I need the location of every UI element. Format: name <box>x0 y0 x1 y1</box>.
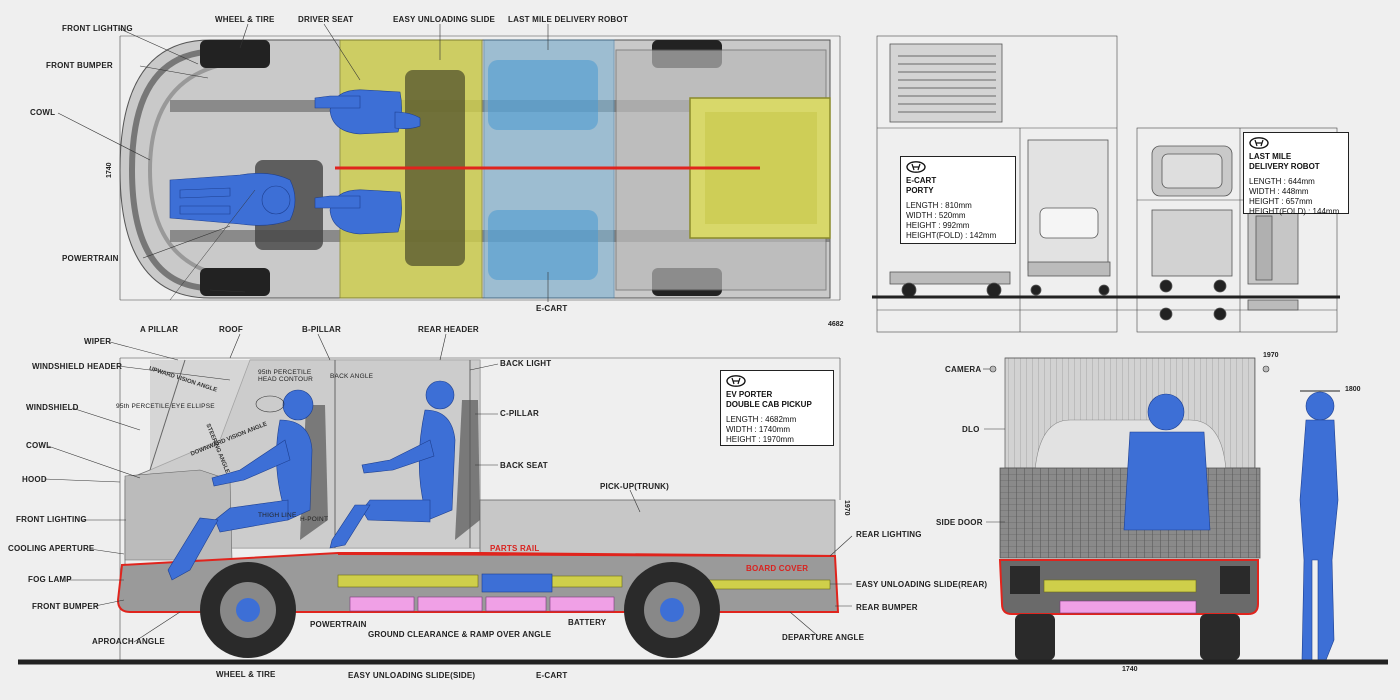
label-slide-rear: EASY UNLOADING SLIDE(REAR) <box>856 580 988 589</box>
dim-length-top: 4682 <box>828 321 844 328</box>
label-wheel-tire-top: WHEEL & TIRE <box>215 15 275 24</box>
robot-title-2: DELIVERY ROBOT <box>1249 162 1320 171</box>
label-wheel-tire-side: WHEEL & TIRE <box>216 670 276 679</box>
label-head-contour: 95th PERCETILE HEAD CONTOUR <box>258 369 314 383</box>
label-departure-angle: DEPARTURE ANGLE <box>782 633 865 642</box>
dim-width-rear: 1740 <box>1122 666 1138 673</box>
hyundai-logo-icon <box>906 161 926 173</box>
label-last-mile-robot-top: LAST MILE DELIVERY ROBOT <box>508 15 628 24</box>
label-c-pillar: C-PILLAR <box>500 409 539 418</box>
label-side-door: SIDE DOOR <box>936 518 983 527</box>
label-cowl-side: COWL <box>26 441 52 450</box>
label-cooling-aperture: COOLING APERTURE <box>8 544 95 553</box>
porter-length: LENGTH : 4682mm <box>726 415 797 424</box>
label-powertrain-side: POWERTRAIN <box>310 620 367 629</box>
label-eye-ellipse: 95th PERCETILE EYE ELLIPSE <box>116 403 215 410</box>
ecart-spec-card: E-CART PORTY LENGTH : 810mm WIDTH : 520m… <box>900 156 1016 244</box>
label-windshield: WINDSHIELD <box>26 403 79 412</box>
label-rear-header: REAR HEADER <box>418 325 479 334</box>
robot-height-fold: HEIGHT(FOLD) : 144mm <box>1249 207 1340 216</box>
label-ground-clearance: GROUND CLEARANCE & RAMP OVER ANGLE <box>368 630 552 639</box>
ecart-views <box>889 43 1299 321</box>
label-board-cover: BOARD COVER <box>746 564 809 573</box>
label-fog-lamp: FOG LAMP <box>28 575 72 584</box>
label-hood: HOOD <box>22 475 47 484</box>
label-thigh-line: THIGH LINE <box>258 512 297 519</box>
label-driver-seat: DRIVER SEAT <box>298 15 354 24</box>
label-e-cart-side: E-CART <box>536 671 568 680</box>
dim-width-top: 1740 <box>106 162 113 178</box>
label-powertrain-top: POWERTRAIN <box>62 254 119 263</box>
ecart-title-2: PORTY <box>906 186 934 195</box>
label-front-lighting-side: FRONT LIGHTING <box>16 515 87 524</box>
label-rear-lighting: REAR LIGHTING <box>856 530 922 539</box>
label-back-angle: BACK ANGLE <box>330 373 374 380</box>
leader-lines <box>43 23 1005 643</box>
label-front-lighting-top: FRONT LIGHTING <box>62 24 133 33</box>
label-slide-side: EASY UNLOADING SLIDE(SIDE) <box>348 671 476 680</box>
dim-person-height: 1800 <box>1345 386 1361 393</box>
label-dlo: DLO <box>962 425 980 434</box>
ecart-height-fold: HEIGHT(FOLD) : 142mm <box>906 231 997 240</box>
hyundai-logo-icon <box>1249 137 1269 149</box>
porter-spec-card: EV PORTER DOUBLE CAB PICKUP LENGTH : 468… <box>720 370 834 446</box>
side-view <box>116 359 840 658</box>
label-a-pillar: A PILLAR <box>140 325 179 334</box>
label-pickup-trunk: PICK-UP(TRUNK) <box>600 482 670 491</box>
ecart-title-1: E-CART <box>906 176 937 185</box>
label-roof: ROOF <box>219 325 243 334</box>
porter-width: WIDTH : 1740mm <box>726 425 791 434</box>
label-rear-bumper: REAR BUMPER <box>856 603 918 612</box>
dim-height-rear: 1970 <box>1263 352 1279 359</box>
ecart-width: WIDTH : 520mm <box>906 211 966 220</box>
standing-person <box>1299 390 1340 661</box>
rear-view <box>989 357 1270 663</box>
dim-height-side: 1970 <box>843 500 850 516</box>
label-approach-angle: APROACH ANGLE <box>92 637 165 646</box>
label-h-point: H-POINT <box>300 516 329 523</box>
label-e-cart-top: E-CART <box>536 304 568 313</box>
label-cowl-top: COWL <box>30 108 56 117</box>
ecart-length: LENGTH : 810mm <box>906 201 972 210</box>
label-back-light: BACK LIGHT <box>500 359 552 368</box>
label-windshield-header: WINDSHIELD HEADER <box>32 362 123 371</box>
label-camera: CAMERA <box>945 365 982 374</box>
label-wiper: WIPER <box>84 337 112 346</box>
label-easy-unloading-slide-top: EASY UNLOADING SLIDE <box>393 15 496 24</box>
porter-title-1: EV PORTER <box>726 390 773 399</box>
label-parts-rail: PARTS RAIL <box>490 544 540 553</box>
label-back-seat: BACK SEAT <box>500 461 548 470</box>
label-battery: BATTERY <box>568 618 607 627</box>
robot-spec-card: LAST MILE DELIVERY ROBOT LENGTH : 644mm … <box>1243 132 1349 216</box>
porter-title-2: DOUBLE CAB PICKUP <box>726 400 812 409</box>
label-front-bumper-side: FRONT BUMPER <box>32 602 99 611</box>
ecart-height: HEIGHT : 992mm <box>906 221 970 230</box>
robot-title-1: LAST MILE <box>1249 152 1292 161</box>
hyundai-logo-icon <box>726 375 746 387</box>
label-b-pillar: B-PILLAR <box>302 325 341 334</box>
robot-height: HEIGHT : 657mm <box>1249 197 1313 206</box>
top-view <box>119 39 831 301</box>
label-front-bumper-top: FRONT BUMPER <box>46 61 113 70</box>
porter-height: HEIGHT : 1970mm <box>726 435 794 444</box>
robot-width: WIDTH : 448mm <box>1249 187 1309 196</box>
robot-length: LENGTH : 644mm <box>1249 177 1315 186</box>
